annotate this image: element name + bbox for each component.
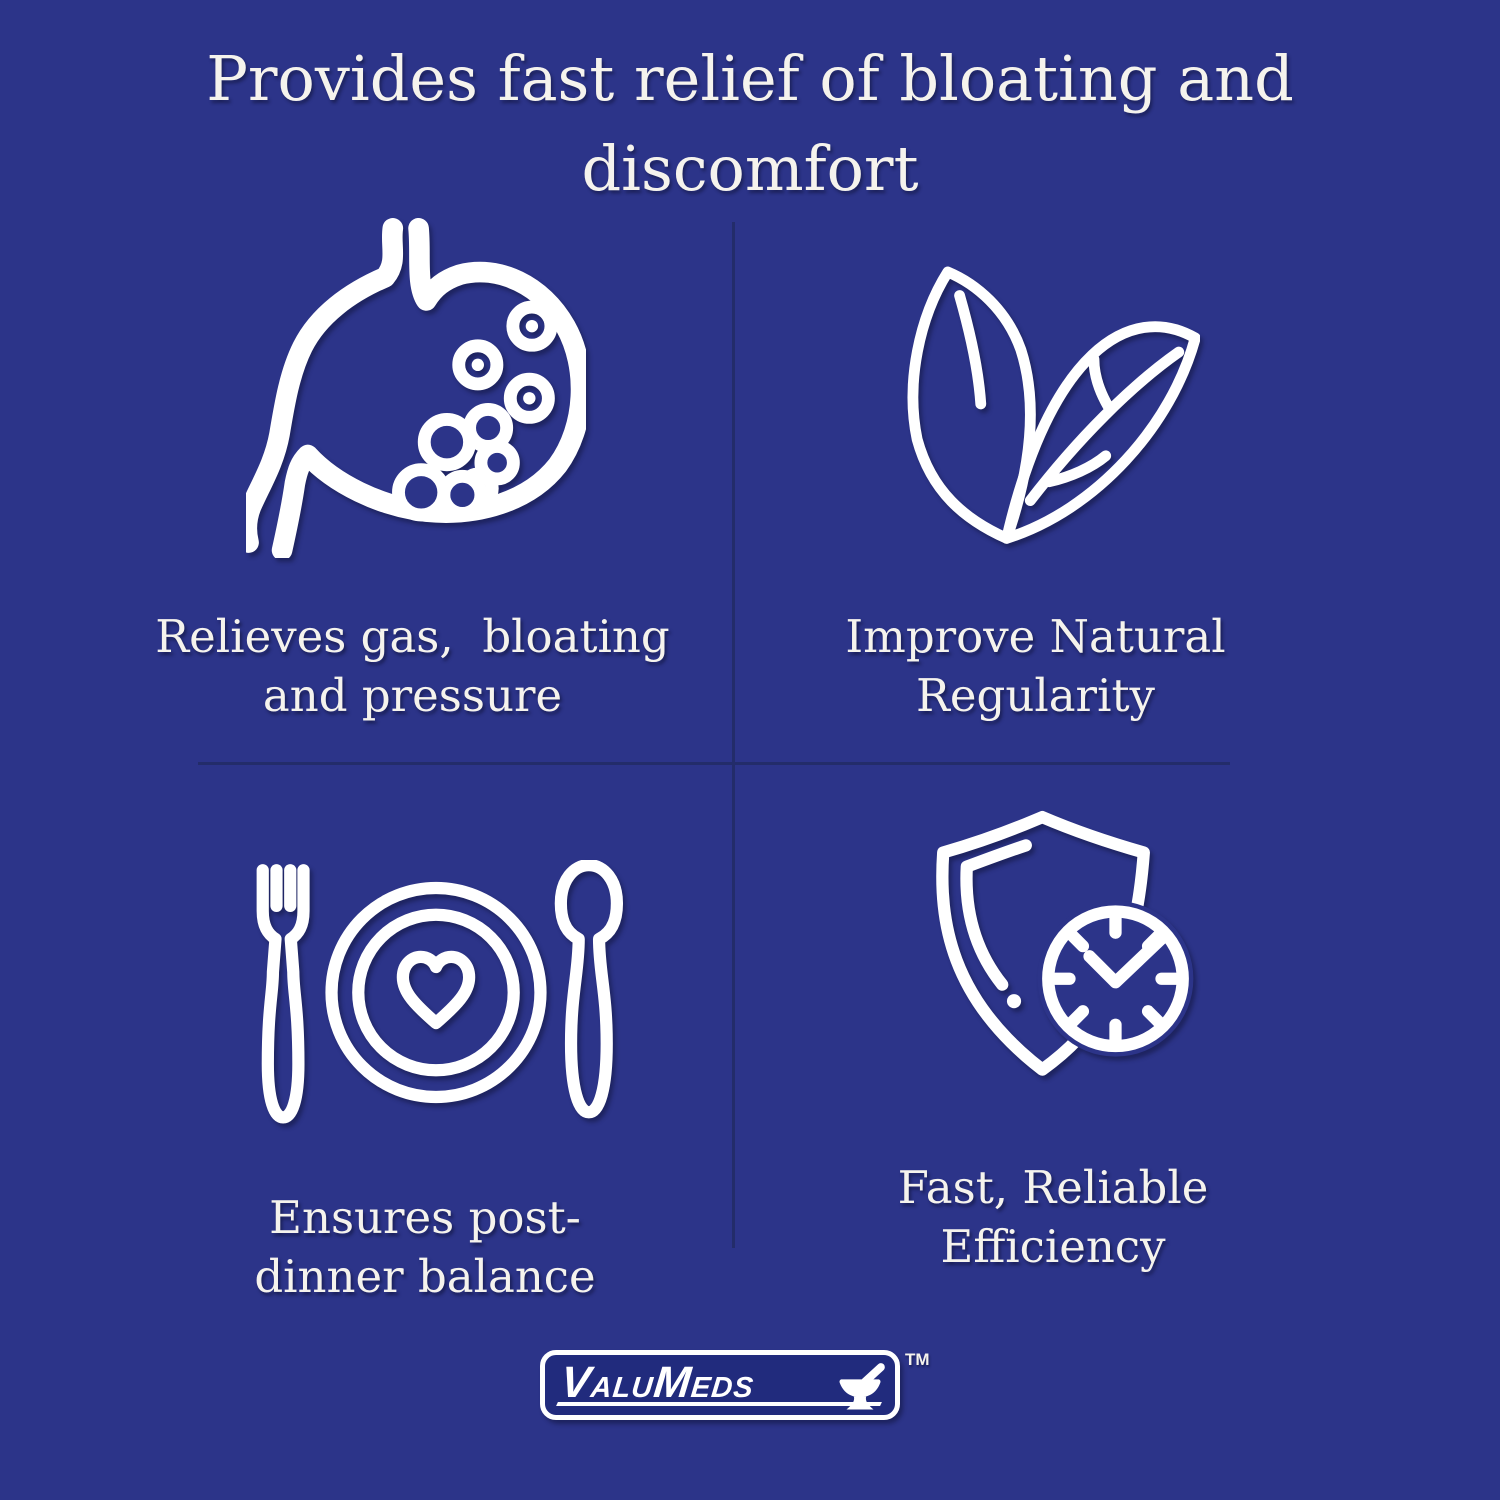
vertical-divider [732,222,735,1248]
label-improve-regularity: Improve Natural Regularity [833,607,1238,726]
label-improve-regularity-line2: Regularity [916,669,1155,723]
mortar-pestle-icon [839,1363,885,1410]
label-post-dinner-balance: Ensures post- dinner balance [205,1188,645,1307]
label-relieves-gas: Relieves gas, bloating and pressure [150,607,675,726]
label-fast-reliable: Fast, Reliable Efficiency [848,1158,1258,1277]
page-title: Provides fast relief of bloating and dis… [0,34,1500,214]
label-fast-reliable-line2: Efficiency [940,1220,1166,1274]
label-relieves-gas-line2: and pressure [262,669,563,723]
stomach-gas-icon [246,218,586,558]
label-post-dinner-balance-line2: dinner balance [254,1250,596,1304]
brand-logo-eds: EDS [689,1372,756,1404]
brand-logo-m: M [651,1358,695,1407]
label-relieves-gas-line1: Relieves gas, bloating [155,610,670,663]
trademark-symbol: TM [905,1350,930,1369]
horizontal-divider [198,762,1230,765]
leaves-icon [903,260,1200,555]
page-title-line2: discomfort [581,131,919,205]
brand-logo-box: V ALU M EDS [540,1350,900,1420]
page-title-line1: Provides fast relief of bloating and [206,42,1294,115]
label-improve-regularity-line1: Improve Natural [845,610,1226,663]
label-post-dinner-balance-line1: Ensures post- [269,1191,581,1244]
brand-logo-wordmark: V ALU M EDS [558,1358,757,1407]
shield-clock-icon [903,810,1210,1105]
label-fast-reliable-line1: Fast, Reliable [897,1161,1209,1214]
brand-logo: V ALU M EDS TM [540,1350,930,1420]
plate-heart-cutlery-icon [232,860,640,1125]
brand-logo-alu: ALU [589,1372,656,1404]
